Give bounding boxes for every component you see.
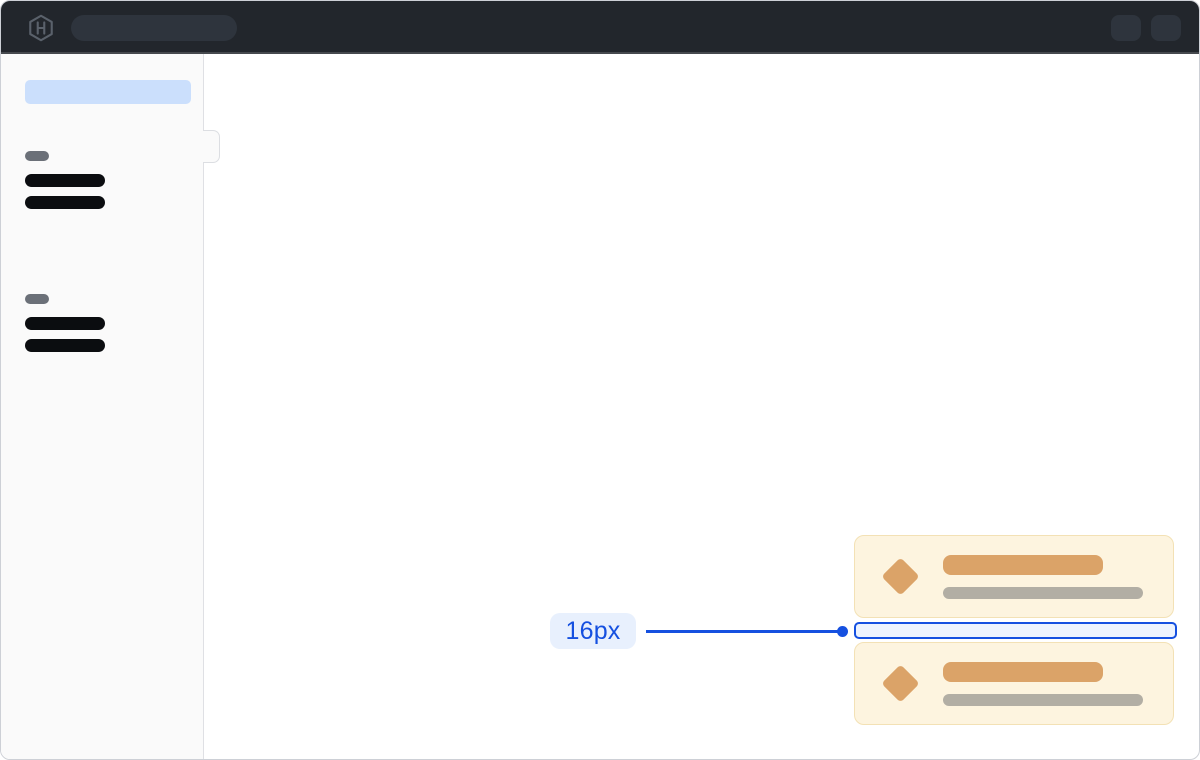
hashicorp-logo-icon[interactable] (27, 14, 55, 42)
measurement-line (646, 629, 838, 633)
topbar-actions (1111, 15, 1181, 41)
sidebar-selected-item-skeleton[interactable] (25, 80, 191, 104)
diamond-icon (880, 664, 920, 703)
measurement-label: 16px (550, 613, 636, 649)
nav-group-label-skeleton (25, 151, 49, 161)
nav-item-skeleton[interactable] (25, 196, 105, 209)
highlighted-card[interactable] (854, 642, 1174, 725)
nav-item-skeleton[interactable] (25, 339, 105, 352)
card-title-skeleton (943, 661, 1103, 682)
topbar-action-skeleton-1[interactable] (1111, 15, 1141, 41)
nav-item-skeleton[interactable] (25, 174, 105, 187)
card-title-skeleton (943, 554, 1103, 575)
nav-item-skeleton[interactable] (25, 317, 105, 330)
card-text-skeleton (943, 554, 1143, 599)
highlighted-card[interactable] (854, 535, 1174, 618)
diamond-icon (880, 557, 920, 596)
sidebar-nav-group-1 (25, 151, 105, 218)
card-subtitle-skeleton (943, 586, 1143, 599)
nav-group-label-skeleton (25, 294, 49, 304)
card-subtitle-skeleton (943, 693, 1143, 706)
sidebar-collapse-handle[interactable] (203, 130, 220, 163)
sidebar (1, 54, 204, 759)
top-nav-bar (1, 1, 1199, 54)
topbar-action-skeleton-2[interactable] (1151, 15, 1181, 41)
spacing-highlight-box (854, 622, 1177, 639)
sidebar-nav-group-2 (25, 294, 105, 361)
measurement-dot (837, 626, 848, 637)
search-input-skeleton[interactable] (71, 15, 237, 41)
card-text-skeleton (943, 661, 1143, 706)
